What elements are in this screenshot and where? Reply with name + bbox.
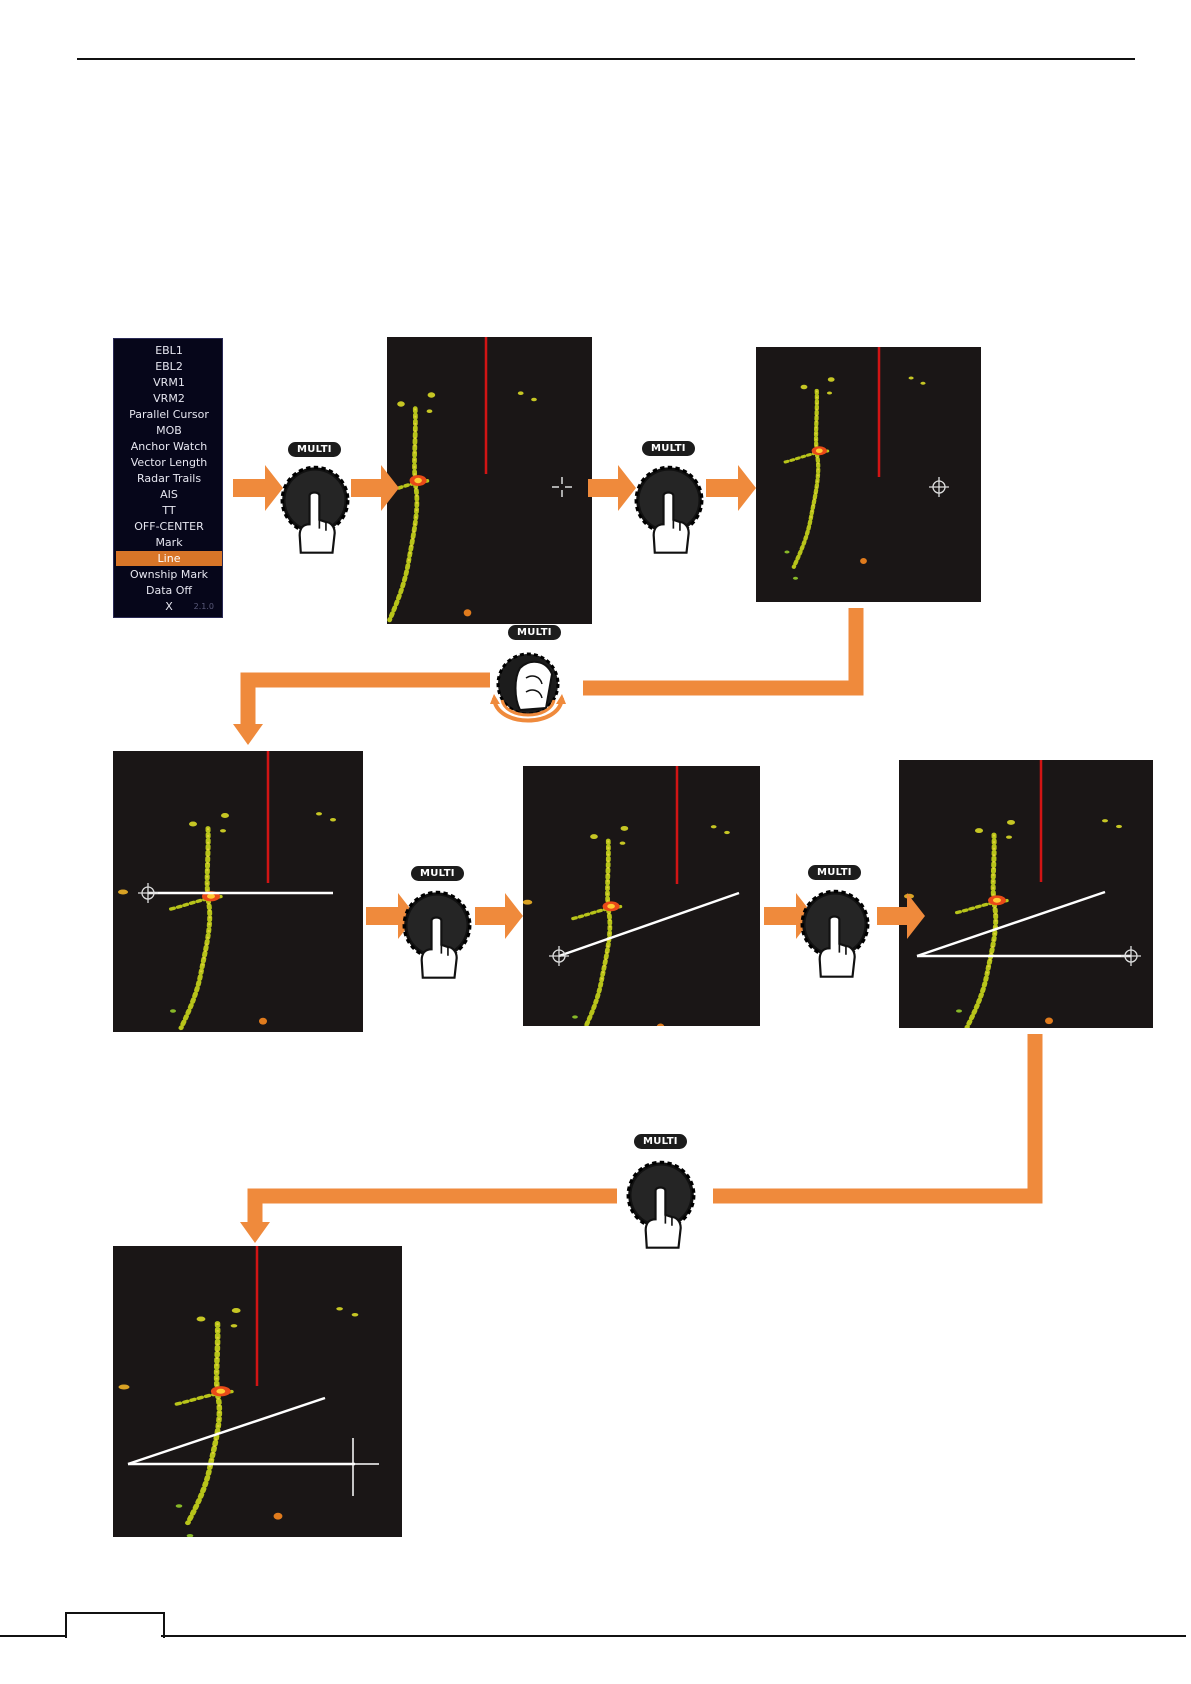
orange-arrow-icon (706, 465, 756, 511)
page-tab (65, 1612, 165, 1638)
multi-label: MULTI (634, 1134, 687, 1149)
multi-label: MULTI (808, 865, 861, 880)
multi-label: MULTI (508, 625, 561, 640)
orange-arrow-icon (588, 465, 636, 511)
multi-label: MULTI (288, 442, 341, 457)
multi-knob-rotate-icon (486, 648, 570, 738)
multi-label: MULTI (642, 441, 695, 456)
footer-rule (0, 1635, 65, 1637)
footer-rule (161, 1635, 1186, 1637)
orange-arrow-icon (475, 893, 523, 939)
multi-knob-press-icon (626, 1160, 696, 1250)
multi-knob-press-icon (800, 889, 870, 979)
multi-label: MULTI (411, 866, 464, 881)
multi-knob-press-icon (280, 465, 350, 555)
orange-arrow-icon (233, 465, 283, 511)
multi-knob-press-icon (634, 465, 704, 555)
orange-arrow-icon (351, 465, 399, 511)
orange-arrow-icon (877, 893, 925, 939)
multi-knob-press-icon (402, 890, 472, 980)
